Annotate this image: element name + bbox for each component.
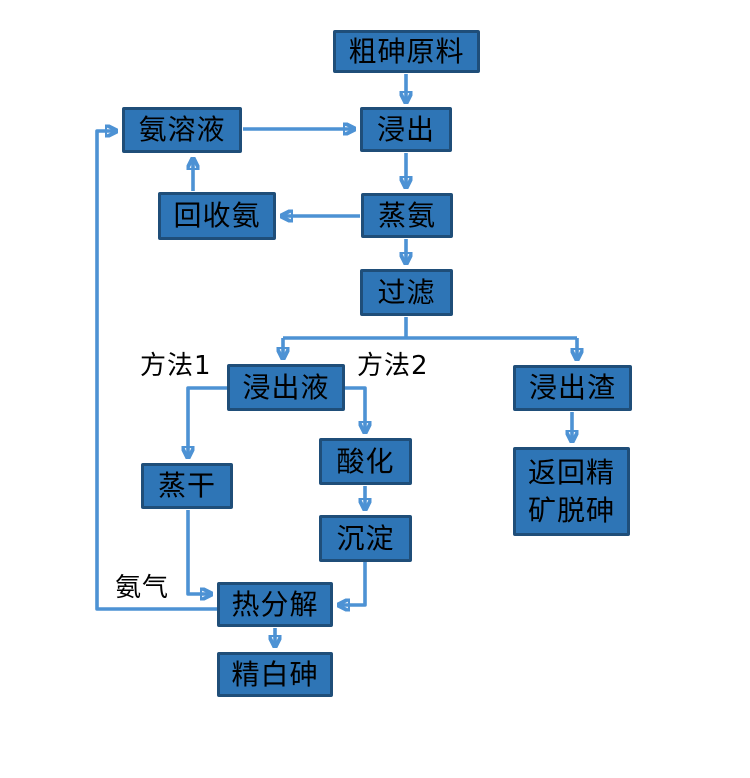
edge-leachate-to-acidification [344,386,365,432]
node-precipitation: 沉淀 [319,515,412,562]
edge-leachate-to-evaporation [188,386,228,457]
label-method-1: 方法1 [140,351,212,381]
node-ammonia-solution: 氨溶液 [122,107,242,153]
edge-thermal-to-ammonia-solution [95,131,217,611]
node-thermal-decomposition: 热分解 [217,582,333,627]
label-ammonia-gas: 氨气 [115,573,170,603]
node-crude-arsenic: 粗砷原料 [333,30,480,73]
node-evaporation: 蒸干 [141,463,233,509]
node-ammonia-recovery: 回收氨 [158,192,276,240]
node-leaching: 浸出 [360,107,452,152]
label-method-2: 方法2 [357,351,429,381]
node-acidification: 酸化 [319,438,412,485]
node-leach-residue: 浸出渣 [513,365,632,411]
node-refined-white-arsenic: 精白砷 [217,652,333,697]
node-ammonia-distillation: 蒸氨 [361,193,453,238]
edge-precipitation-to-thermal [339,562,367,605]
edge-evaporation-to-thermal [186,510,211,594]
node-filtration: 过滤 [360,269,453,316]
node-return-concentrate: 返回精矿脱砷 [513,447,630,536]
node-leachate: 浸出液 [227,364,345,411]
